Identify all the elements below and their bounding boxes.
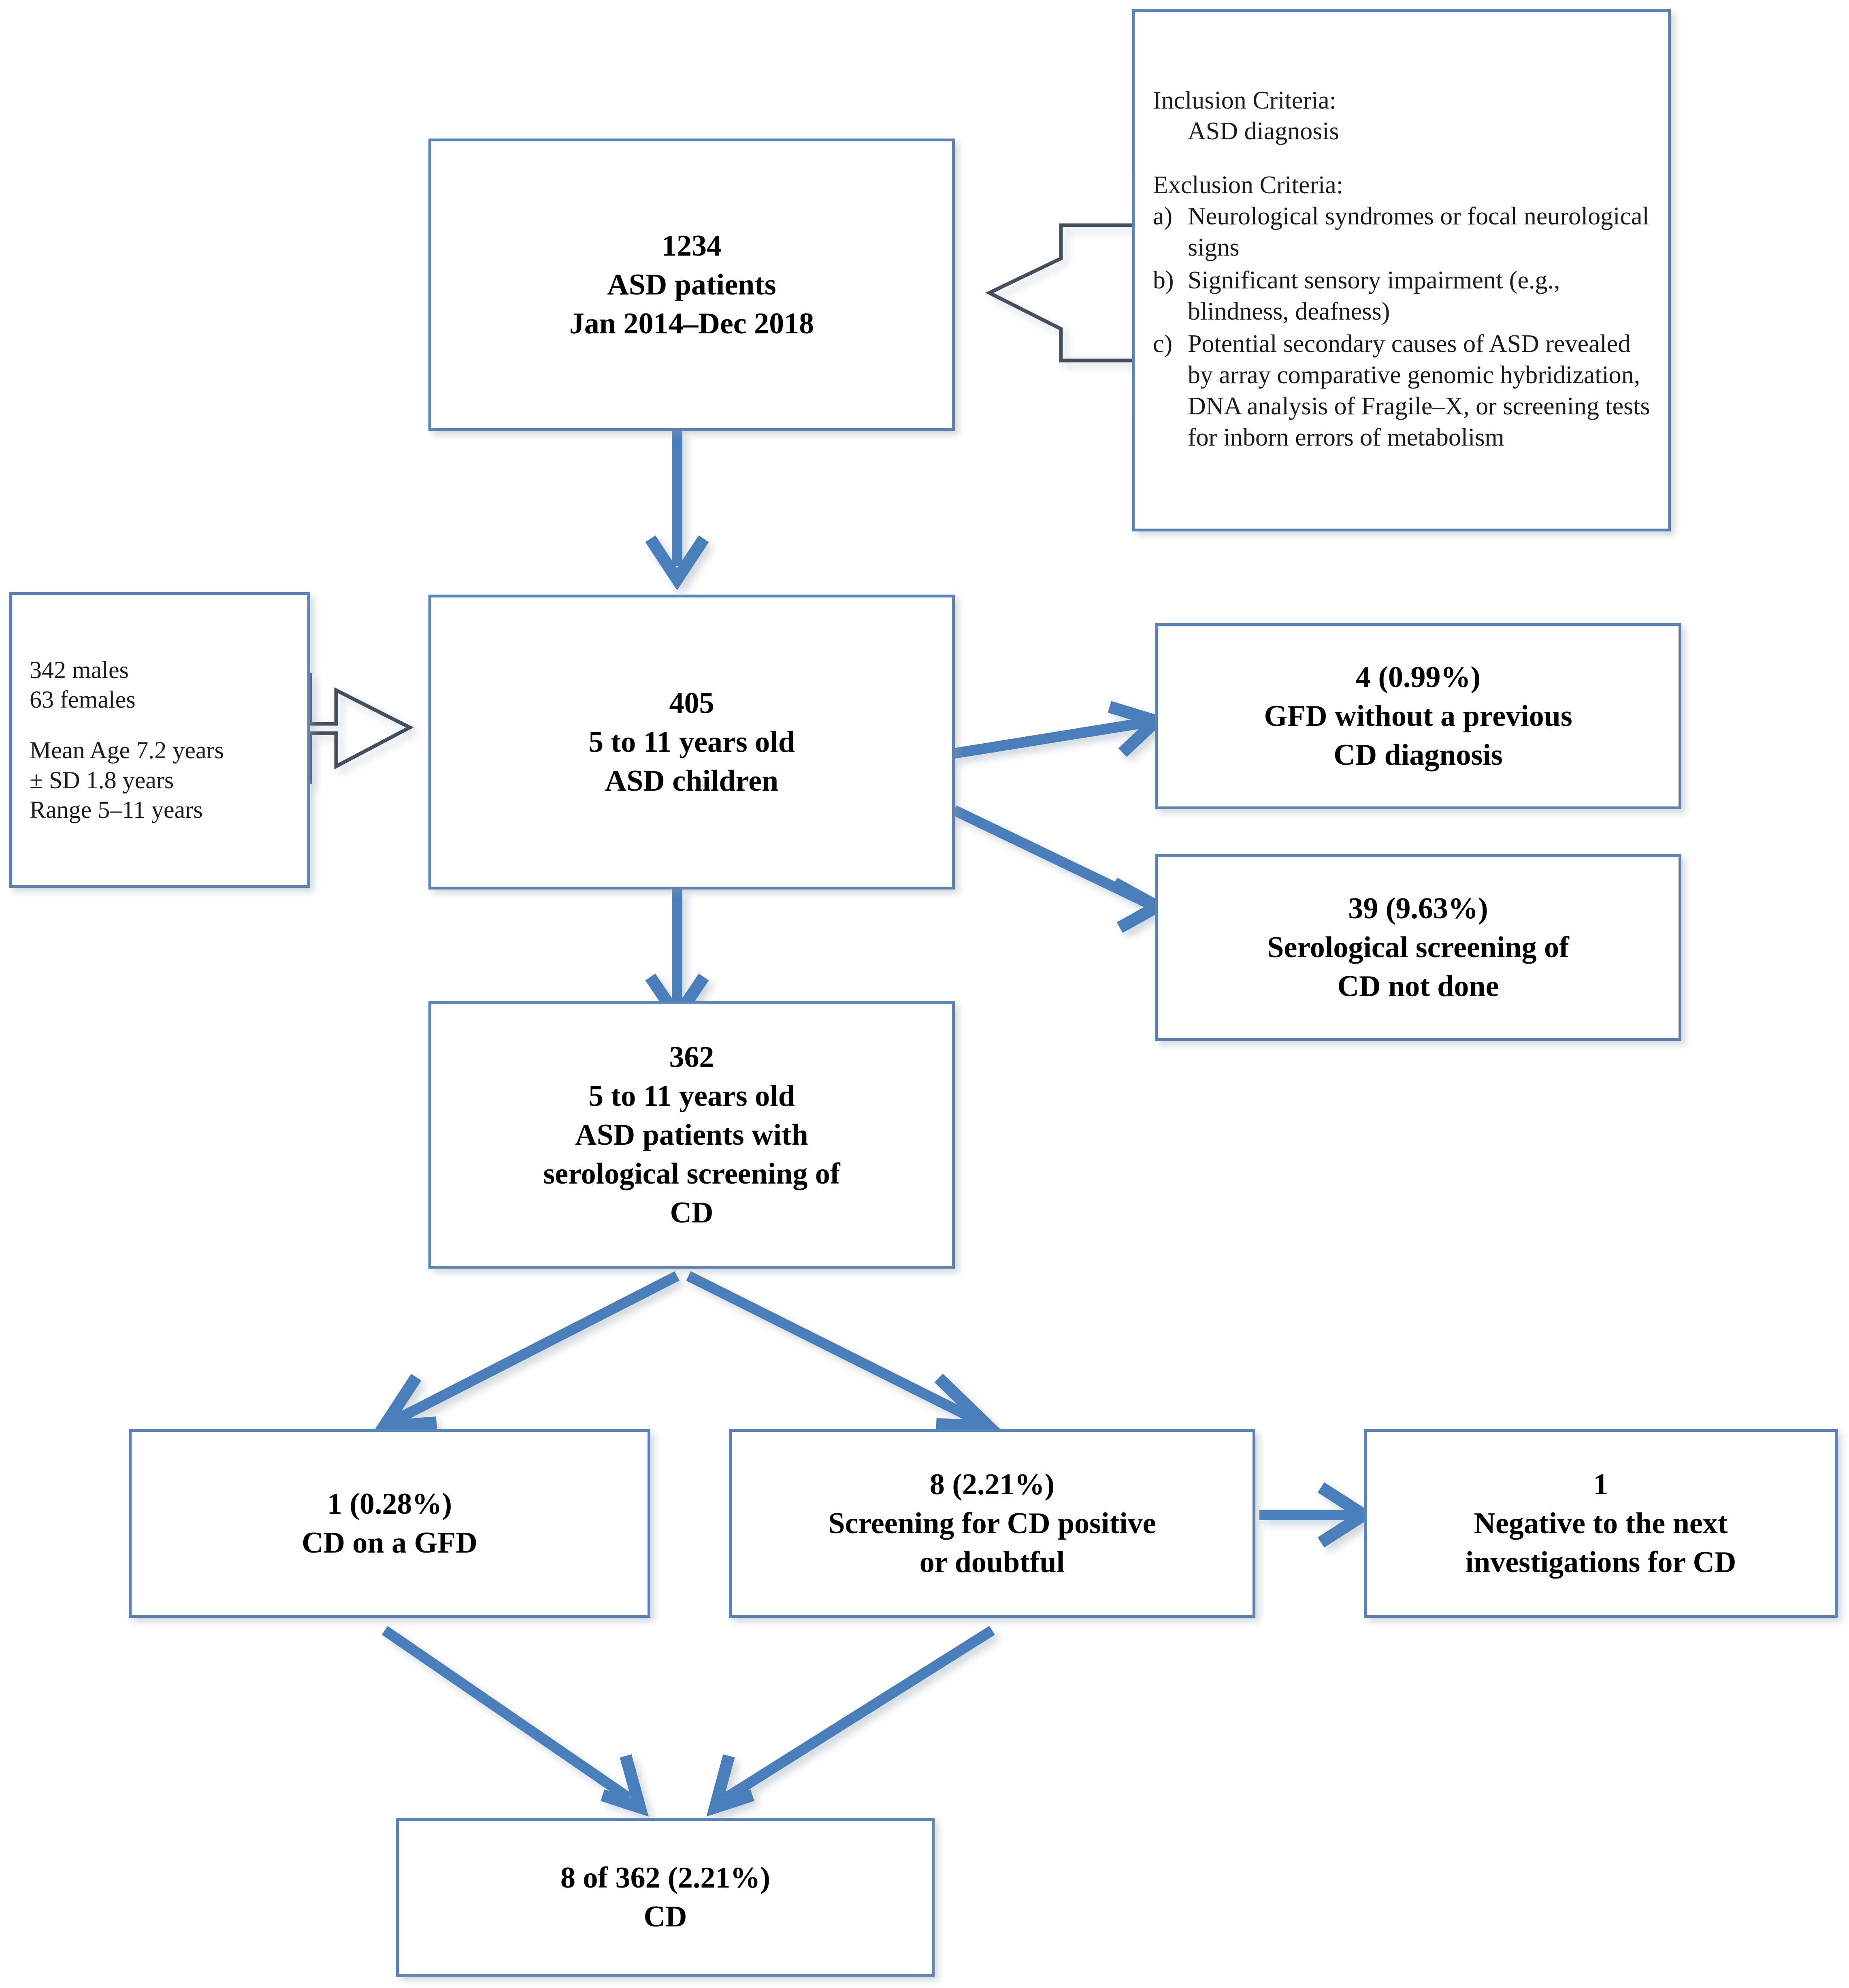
arrow-cohort-total-to-405	[645, 431, 709, 591]
inclusion-criteria-title: Inclusion Criteria:	[1153, 87, 1336, 115]
cohort-362-line-4: serological screening of	[543, 1157, 840, 1191]
final-cd-line-2: CD	[643, 1900, 687, 1933]
demographics-males: 342 males	[30, 657, 129, 684]
node-screening-positive: 8 (2.21%) Screening for CD positive or d…	[729, 1429, 1255, 1618]
screening-positive-line-3: or doubtful	[919, 1546, 1065, 1579]
arrow-screening-positive-to-final	[706, 1625, 995, 1817]
node-cohort-362-text: 362 5 to 11 years old ASD patients with …	[431, 1038, 952, 1233]
exclusion-marker-a: a)	[1153, 202, 1173, 230]
node-screening-not-done-text: 39 (9.63%) Serological screening of CD n…	[1158, 889, 1679, 1006]
cd-on-gfd-line-1: 1 (0.28%)	[327, 1487, 452, 1521]
cohort-405-line-1: 405	[669, 686, 714, 720]
node-cd-on-gfd: 1 (0.28%) CD on a GFD	[129, 1429, 650, 1618]
gfd-no-cd-line-3: CD diagnosis	[1333, 738, 1503, 772]
gfd-no-cd-line-1: 4 (0.99%)	[1355, 660, 1481, 694]
cd-on-gfd-line-2: CD on a GFD	[302, 1526, 477, 1559]
demographics-panel: 342 males 63 females Mean Age 7.2 years …	[9, 592, 310, 888]
screening-positive-line-1: 8 (2.21%)	[929, 1468, 1055, 1501]
arrow-362-to-screening-positive	[686, 1271, 1005, 1433]
exclusion-text-b: Significant sensory impairment (e.g., bl…	[1188, 266, 1560, 325]
node-cd-on-gfd-text: 1 (0.28%) CD on a GFD	[132, 1485, 648, 1562]
screening-not-done-line-3: CD not done	[1337, 970, 1499, 1003]
node-gfd-no-cd-text: 4 (0.99%) GFD without a previous CD diag…	[1158, 658, 1679, 775]
node-cohort-total-text: 1234 ASD patients Jan 2014–Dec 2018	[431, 226, 952, 343]
exclusion-marker-b: b)	[1153, 266, 1174, 294]
cohort-total-line-2: ASD patients	[607, 268, 776, 301]
negative-next-line-2: Negative to the next	[1474, 1506, 1728, 1540]
hollow-arrow-criteria-to-cohort	[985, 170, 1136, 415]
final-cd-line-1: 8 of 362 (2.21%)	[560, 1861, 770, 1894]
arrow-405-to-gfd	[953, 701, 1168, 759]
exclusion-criteria-item-b: b) Significant sensory impairment (e.g.,…	[1153, 265, 1650, 327]
arrow-screening-positive-to-negative	[1259, 1482, 1375, 1548]
demographics-range: Range 5–11 years	[30, 796, 203, 823]
node-negative-next: 1 Negative to the next investigations fo…	[1364, 1429, 1838, 1618]
node-cohort-total: 1234 ASD patients Jan 2014–Dec 2018	[428, 139, 955, 431]
demographics-mean-age: Mean Age 7.2 years	[30, 737, 224, 764]
arrow-362-to-cd-on-gfd	[372, 1271, 680, 1434]
criteria-panel: Inclusion Criteria: ASD diagnosis Exclus…	[1132, 9, 1671, 531]
exclusion-text-c: Potential secondary causes of ASD reveal…	[1188, 330, 1650, 452]
negative-next-line-3: investigations for CD	[1465, 1546, 1736, 1579]
exclusion-marker-c: c)	[1153, 330, 1173, 358]
gfd-no-cd-line-2: GFD without a previous	[1264, 699, 1572, 733]
node-cohort-405-text: 405 5 to 11 years old ASD children	[431, 684, 952, 801]
cohort-total-line-1: 1234	[662, 229, 722, 262]
screening-not-done-line-2: Serological screening of	[1267, 930, 1569, 964]
cohort-405-line-2: 5 to 11 years old	[588, 725, 795, 759]
criteria-spacer	[1153, 147, 1650, 170]
inclusion-criteria-item: ASD diagnosis	[1188, 117, 1339, 145]
screening-positive-line-2: Screening for CD positive	[828, 1506, 1156, 1540]
exclusion-criteria-list: a) Neurological syndromes or focal neuro…	[1153, 201, 1650, 453]
exclusion-criteria-item-a: a) Neurological syndromes or focal neuro…	[1153, 201, 1650, 263]
demographics-females: 63 females	[30, 686, 136, 713]
screening-not-done-line-1: 39 (9.63%)	[1348, 892, 1488, 925]
node-screening-not-done: 39 (9.63%) Serological screening of CD n…	[1155, 854, 1681, 1041]
exclusion-criteria-title: Exclusion Criteria:	[1153, 171, 1344, 199]
cohort-total-line-3: Jan 2014–Dec 2018	[569, 307, 814, 341]
hollow-arrow-demographics-to-cohort405	[308, 673, 414, 784]
arrow-405-to-362	[645, 889, 709, 1028]
demographics-spacer	[30, 715, 290, 736]
cohort-362-line-3: ASD patients with	[575, 1118, 808, 1152]
node-final-cd: 8 of 362 (2.21%) CD	[396, 1818, 935, 1977]
demographics-sd: ± SD 1.8 years	[30, 766, 174, 793]
node-gfd-no-cd: 4 (0.99%) GFD without a previous CD diag…	[1155, 623, 1681, 809]
exclusion-text-a: Neurological syndromes or focal neurolog…	[1188, 202, 1649, 261]
cohort-405-line-3: ASD children	[605, 764, 779, 798]
node-cohort-362: 362 5 to 11 years old ASD patients with …	[428, 1001, 955, 1269]
cohort-362-line-5: CD	[670, 1196, 714, 1230]
arrow-cd-on-gfd-to-final	[381, 1626, 649, 1817]
node-screening-positive-text: 8 (2.21%) Screening for CD positive or d…	[732, 1465, 1253, 1582]
cohort-362-line-1: 362	[669, 1040, 714, 1074]
node-negative-next-text: 1 Negative to the next investigations fo…	[1367, 1465, 1835, 1582]
node-final-cd-text: 8 of 362 (2.21%) CD	[399, 1858, 932, 1936]
negative-next-line-1: 1	[1593, 1468, 1608, 1501]
exclusion-criteria-item-c: c) Potential secondary causes of ASD rev…	[1153, 328, 1650, 453]
node-cohort-405: 405 5 to 11 years old ASD children	[428, 595, 955, 889]
cohort-362-line-2: 5 to 11 years old	[588, 1079, 795, 1113]
arrow-405-to-screening-not-done	[952, 805, 1170, 933]
